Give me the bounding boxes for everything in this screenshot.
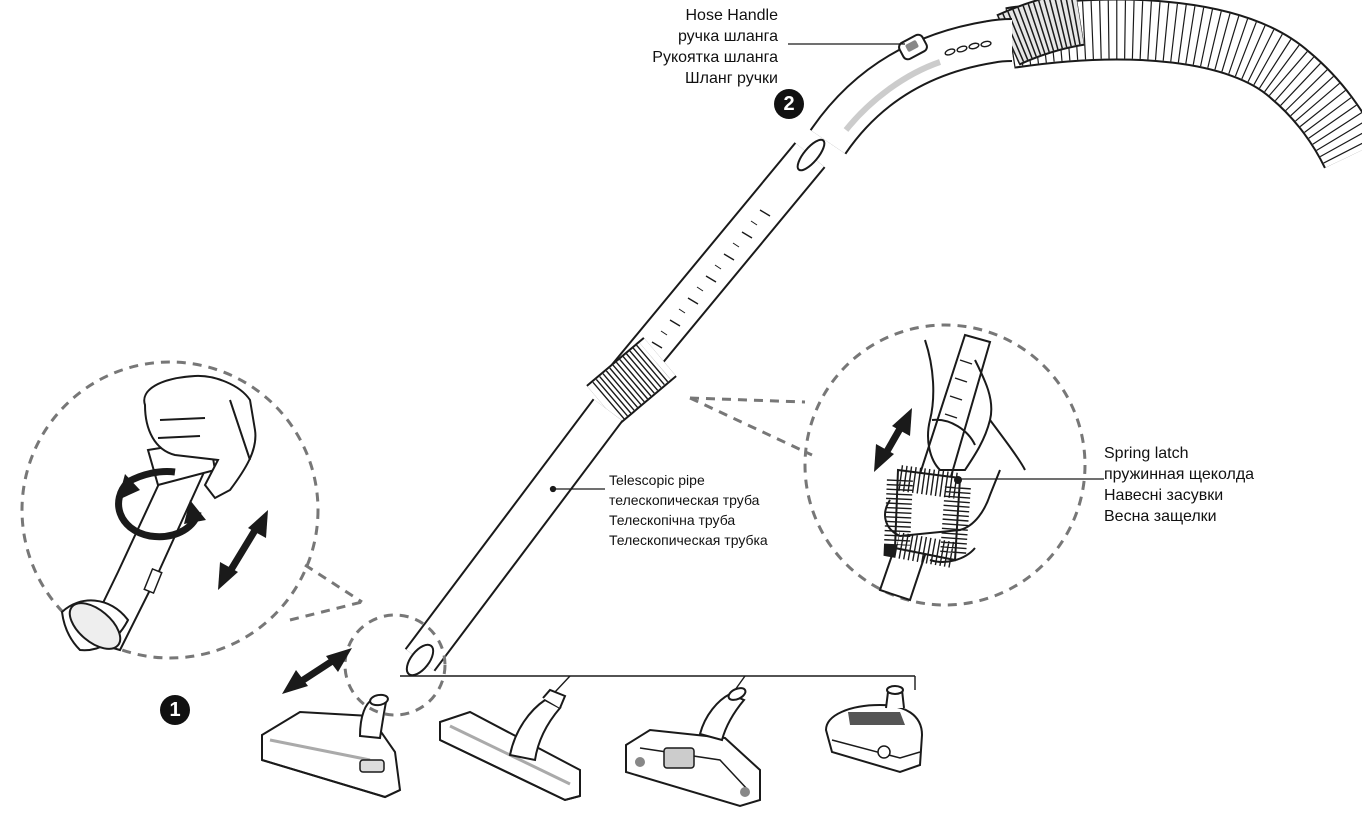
- step-badge-1: 1: [160, 695, 190, 725]
- slide-arrow-nozzle-icon: [282, 648, 352, 694]
- flexible-hose: [1005, 0, 1362, 169]
- turbo-brush-nozzle: [625, 687, 761, 808]
- floor-brush-nozzle: [261, 693, 402, 799]
- pipe-lower: [404, 398, 624, 677]
- hose-handle: [809, 18, 1013, 155]
- hose-handle-label-alt: Шланг ручки: [684, 70, 778, 87]
- step-badge-2: 2: [774, 89, 804, 119]
- rotate-arrow-icon: [115, 468, 206, 541]
- telescopic-pipe-label-en: Telescopic pipe: [609, 472, 705, 488]
- spring-latch-label-alt: Весна защелки: [1104, 508, 1217, 525]
- spring-latch-labels: Spring latch пружинная щеколда Навесні з…: [1104, 446, 1254, 525]
- slide-arrow-right-icon: [874, 408, 912, 472]
- hose-cuff: [996, 0, 1085, 66]
- hose-handle-label-uk: Рукоятка шланга: [652, 49, 778, 66]
- mini-turbo-nozzle: [824, 685, 924, 774]
- left-detail-hand: [143, 374, 257, 500]
- spring-latch-label-ru: пружинная щеколда: [1104, 466, 1255, 483]
- right-detail-hands: [884, 339, 1026, 563]
- hose-handle-label-en: Hose Handle: [685, 7, 779, 24]
- pipe-latch-collar: [586, 337, 677, 425]
- spring-latch-label-en: Spring latch: [1104, 445, 1189, 462]
- leader-lines: [549, 43, 1104, 493]
- right-detail-pipe: [878, 333, 992, 602]
- telescopic-pipe-label-alt: Телескопическая трубка: [609, 532, 768, 548]
- spring-latch-label-uk: Навесні засувки: [1104, 487, 1224, 504]
- slide-arrow-left-icon: [218, 510, 268, 590]
- telescopic-pipe-label-ru: телескопическая труба: [609, 492, 760, 508]
- hose-handle-label-ru: ручка шланга: [677, 28, 778, 45]
- telescopic-pipe-labels: Telescopic pipe телескопическая труба Те…: [609, 473, 768, 547]
- hose-handle-labels: Hose Handle ручка шланга Рукоятка шланга…: [600, 8, 778, 87]
- detail-circle-right: [689, 323, 1087, 607]
- telescopic-pipe-label-uk: Телескопічна труба: [609, 512, 736, 528]
- parquet-brush-nozzle: [439, 688, 581, 802]
- accessory-bracket: [400, 675, 916, 693]
